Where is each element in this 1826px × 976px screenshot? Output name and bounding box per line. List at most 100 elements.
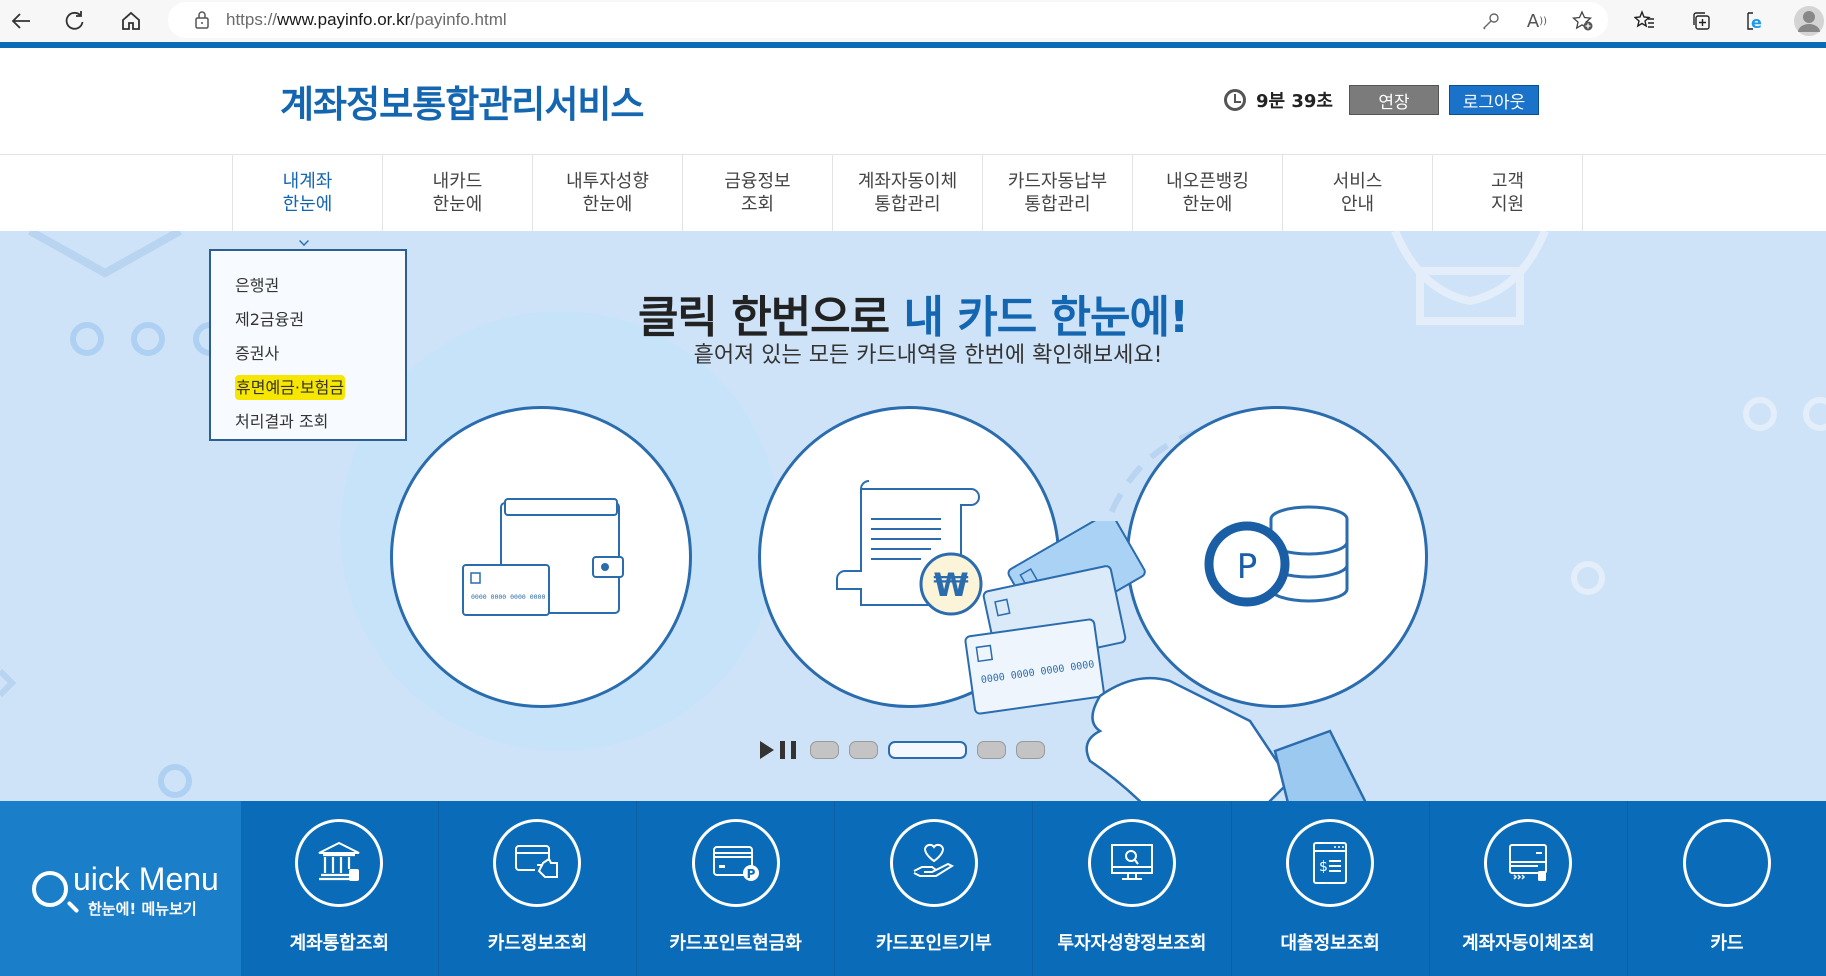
nav-label: 한눈에 [432, 194, 483, 215]
card-icon [1682, 819, 1771, 907]
quick-item-account-inquiry[interactable]: 계좌통합조회 [241, 801, 439, 976]
heart-hand-icon [889, 819, 978, 907]
nav-label: 카드자동납부 [1007, 171, 1108, 192]
quick-item-label: 계좌통합조회 [289, 933, 389, 954]
nav-label: 서비스 [1332, 171, 1383, 192]
quick-item-label: 대출정보조회 [1280, 933, 1380, 954]
loan-document-icon: $ [1286, 819, 1375, 907]
back-icon[interactable] [6, 6, 36, 36]
svg-text:P: P [1237, 547, 1258, 587]
card-hand-icon [493, 819, 582, 907]
my-accounts-submenu: 은행권 제2금융권 증권사 휴면예금·보험금 처리결과 조회 [209, 249, 407, 441]
quick-item-label: 카드 [1710, 933, 1744, 954]
card-point-icon: P [691, 819, 780, 907]
site-title[interactable]: 계좌정보통합관리서비스 [280, 83, 644, 126]
hand-holding-cards-icon: 0000 0000 0000 0000 [964, 521, 1367, 801]
quick-item-card-partial[interactable]: 카드 [1628, 801, 1826, 976]
quick-item-auto-transfer[interactable]: 계좌자동이체조회 [1430, 801, 1628, 976]
slide-indicator-1[interactable] [810, 741, 839, 759]
nav-label: 한눈에 [582, 194, 633, 215]
slide-indicator-2[interactable] [849, 741, 878, 759]
quick-item-card-point-cash[interactable]: P 카드포인트현금화 [637, 801, 836, 976]
svg-text:e: e [1751, 13, 1762, 32]
wallet-card-icon: 0000 0000 0000 0000 [462, 498, 624, 616]
quick-item-label: 카드정보조회 [487, 933, 588, 954]
highlight-mark: 휴면예금·보험금 [235, 375, 346, 400]
quick-item-investor-profile[interactable]: 투자자성향정보조회 [1033, 801, 1232, 976]
nav-label: 조회 [740, 194, 775, 215]
points-illustration: P [1126, 406, 1428, 708]
nav-label: 내오픈뱅킹 [1166, 171, 1249, 192]
favorites-icon[interactable] [1630, 6, 1660, 36]
quick-item-label: 카드포인트현금화 [669, 933, 802, 954]
add-favorite-icon[interactable] [1568, 6, 1598, 36]
hero-title: 클릭 한번으로 내 카드 한눈에! [637, 292, 1189, 343]
slide-indicator-5[interactable] [1016, 741, 1045, 759]
nav-label: 통합관리 [1024, 194, 1091, 215]
nav-label: 내카드 [432, 171, 483, 192]
refresh-icon[interactable] [60, 6, 90, 36]
pause-icon[interactable] [780, 741, 796, 759]
extend-session-button[interactable]: 연장 [1348, 85, 1439, 115]
read-aloud-icon[interactable]: A)) [1526, 10, 1548, 32]
quick-item-loan-info[interactable]: $ 대출정보조회 [1232, 801, 1430, 976]
slide-indicator-4[interactable] [977, 741, 1006, 759]
nav-label: 통합관리 [874, 194, 941, 215]
svg-text:0000 0000 0000 0000: 0000 0000 0000 0000 [471, 593, 545, 601]
quick-menu-toggle[interactable]: uick Menu 한눈에! 메뉴보기 [0, 801, 241, 976]
collections-icon[interactable] [1686, 6, 1716, 36]
address-bar[interactable]: https://www.payinfo.or.kr/payinfo.html [168, 2, 1608, 38]
play-icon[interactable] [760, 741, 774, 759]
svg-text:₩: ₩ [933, 566, 968, 604]
quick-item-label: 계좌자동이체조회 [1462, 933, 1595, 954]
browser-toolbar: https://www.payinfo.or.kr/payinfo.html A… [0, 0, 1826, 42]
magnifier-icon [32, 871, 68, 907]
submenu-item-banks[interactable]: 은행권 [235, 276, 280, 295]
nav-label: 금융정보 [724, 171, 791, 192]
home-icon[interactable] [116, 6, 146, 36]
quick-item-card-info[interactable]: 카드정보조회 [439, 801, 638, 976]
submenu-item-secondary-financial[interactable]: 제2금융권 [235, 310, 305, 329]
submenu-item-results-inquiry[interactable]: 처리결과 조회 [235, 412, 329, 431]
nav-label: 안내 [1340, 194, 1375, 215]
session-time-remaining: 9분 39초 [1256, 91, 1333, 112]
submenu-item-dormant-deposits[interactable]: 휴면예금·보험금 [211, 371, 405, 405]
quick-item-card-point-donation[interactable]: 카드포인트기부 [835, 801, 1034, 976]
wallet-illustration: 0000 0000 0000 0000 [390, 406, 692, 708]
nav-label: 고객 [1490, 171, 1525, 192]
quick-menu-subtitle: 한눈에! 메뉴보기 [88, 900, 197, 918]
bank-icon [295, 819, 384, 907]
url-text[interactable]: https://www.payinfo.or.kr/payinfo.html [226, 10, 507, 29]
key-icon[interactable] [1476, 6, 1506, 36]
quick-menu: uick Menu 한눈에! 메뉴보기 계좌통합조회 카드정보조회 P 카드포인… [0, 801, 1826, 976]
ie-mode-icon[interactable]: e [1740, 6, 1770, 36]
slide-indicator-3-active[interactable] [888, 741, 967, 759]
quick-item-label: 투자자성향정보조회 [1057, 933, 1207, 954]
profile-avatar[interactable] [1792, 6, 1826, 36]
clock-icon [1224, 89, 1246, 111]
svg-text:$: $ [1319, 859, 1328, 875]
receipt-won-icon: ₩ [836, 480, 983, 616]
logout-button[interactable]: 로그아웃 [1448, 85, 1539, 115]
lock-icon [195, 11, 209, 29]
auto-transfer-icon [1484, 819, 1573, 907]
points-coins-icon: P [1204, 505, 1349, 607]
hero-subtitle: 흩어져 있는 모든 카드내역을 한번에 확인해보세요! [693, 343, 1163, 368]
nav-label: 지원 [1490, 194, 1525, 215]
svg-text:P: P [746, 867, 755, 881]
quick-menu-title: uick Menu [73, 861, 219, 897]
nav-label: 내투자성향 [566, 171, 649, 192]
submenu-item-securities[interactable]: 증권사 [235, 344, 280, 363]
session-timer: 9분 39초 연장 로그아웃 [1224, 85, 1539, 115]
receipt-illustration: ₩ [758, 406, 1060, 708]
